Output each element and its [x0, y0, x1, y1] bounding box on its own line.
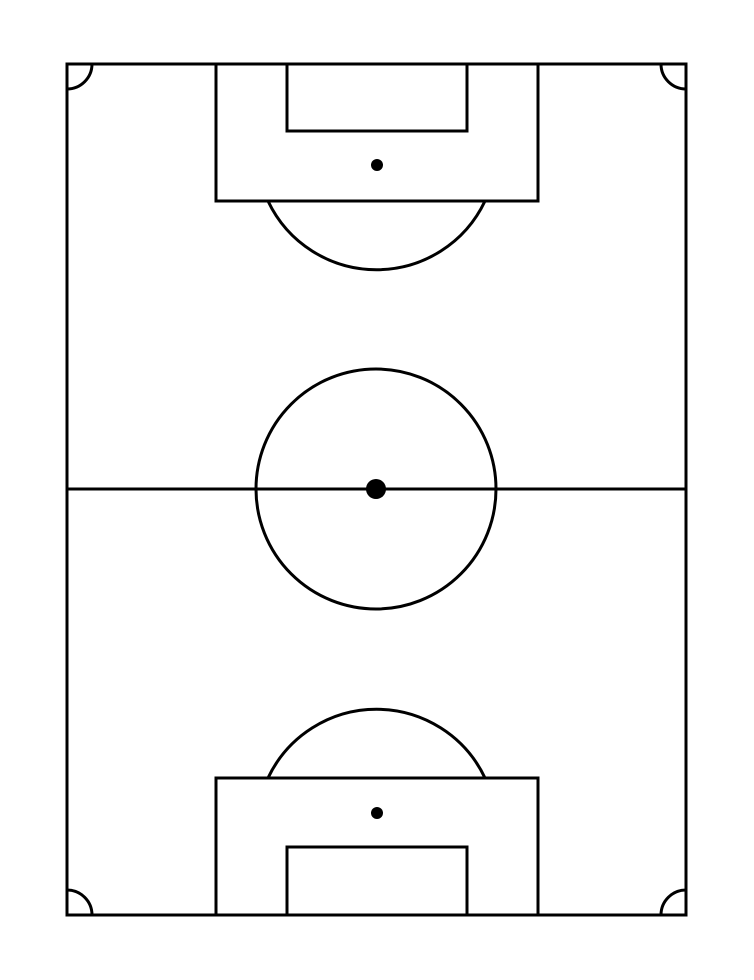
top-penalty-spot	[371, 159, 383, 171]
corner-arc-bottom-left	[66, 888, 94, 916]
center-circle	[254, 367, 498, 611]
bottom-goal-area	[285, 845, 469, 917]
corner-arc-bottom-right	[659, 888, 687, 916]
corner-arc-top-left	[66, 63, 94, 91]
top-penalty-arc	[266, 200, 487, 272]
corner-arc-top-right	[659, 63, 687, 91]
bottom-penalty-arc	[266, 707, 487, 779]
center-spot	[366, 479, 386, 499]
bottom-penalty-spot	[371, 807, 383, 819]
top-goal-area	[285, 62, 469, 133]
